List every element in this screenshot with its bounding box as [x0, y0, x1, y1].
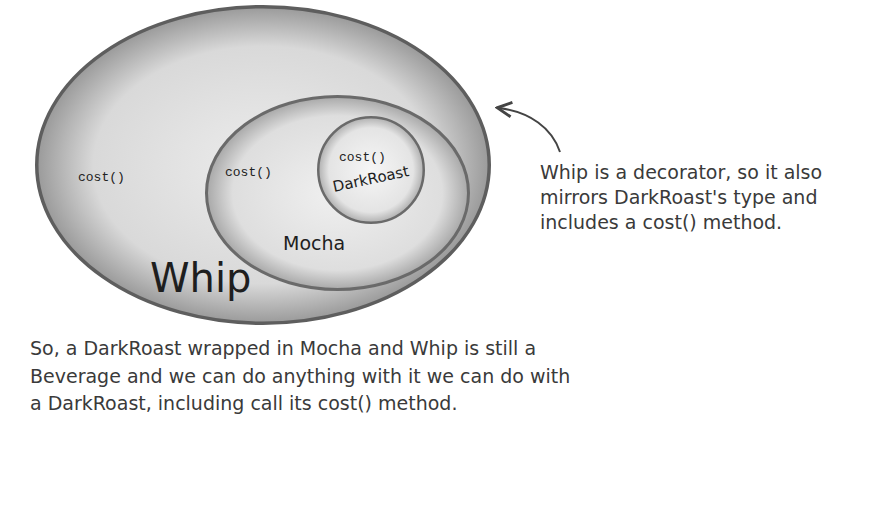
method-label: cost(): [225, 165, 272, 180]
caption-note: So, a DarkRoast wrapped in Mocha and Whi…: [30, 335, 578, 418]
decorator-name: Whip: [150, 255, 251, 301]
whip-oval: cost() Whip cost() Mocha cost()DarkRoast: [35, 5, 491, 325]
leader-arrow: [499, 108, 560, 152]
method-label: cost(): [78, 170, 125, 185]
oval-shape: [37, 7, 490, 324]
oval-shape: [318, 117, 424, 223]
callout-note: Whip is a decorator, so it also mirrors …: [540, 160, 845, 235]
darkroast-circle: cost()DarkRoast: [317, 116, 425, 224]
method-label: cost(): [339, 150, 386, 165]
oval-shape: [207, 97, 469, 290]
decorator-name: Mocha: [283, 232, 345, 254]
